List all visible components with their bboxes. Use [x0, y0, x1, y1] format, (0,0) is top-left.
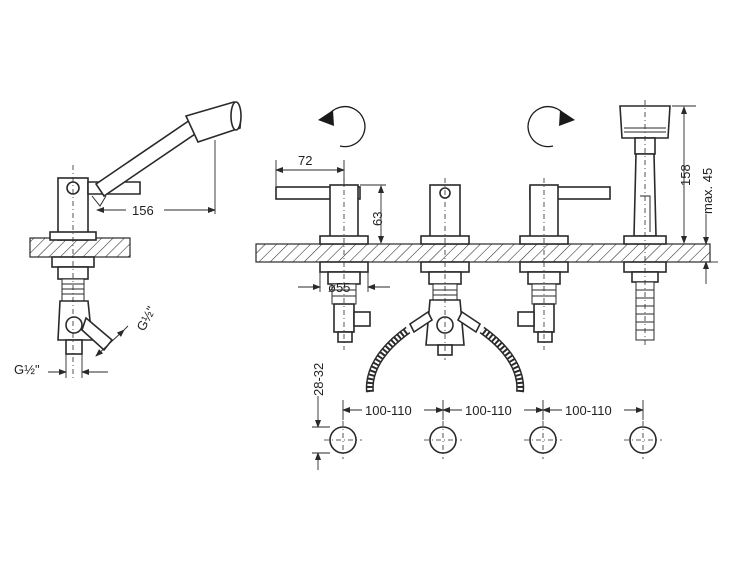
hole-1: [324, 421, 362, 459]
side-valve-port: [65, 316, 83, 334]
side-view: 156 G½" G½": [14, 101, 242, 380]
dim-counter-thickness: max. 45: [700, 168, 715, 214]
side-lever-detail: [91, 195, 107, 207]
hole-3: [524, 421, 562, 459]
front-view: 72 63 ø55 158 max. 45: [255, 100, 718, 393]
dim-shower-height: 158: [678, 164, 693, 186]
hole-2: [424, 421, 462, 459]
handshower-handle: [94, 118, 200, 198]
handshower-face: [230, 101, 242, 131]
dim-counter-top-range: 28-32: [311, 363, 326, 396]
rotation-clockwise-icon: [527, 106, 575, 148]
rotation-counterclockwise-icon: [318, 106, 366, 148]
center-spout: [365, 178, 525, 393]
dim-side-inlet-thread: G½": [133, 303, 158, 333]
dim-handshower-length: 156: [132, 203, 154, 218]
dim-lever-length: 72: [298, 153, 312, 168]
dim-hole-diameter: ø55: [328, 280, 350, 295]
left-valve: [275, 178, 371, 350]
countertop-left: [29, 237, 131, 258]
dim-spacing-1: 100-110: [365, 403, 412, 418]
handshower-holder: [619, 100, 671, 348]
dim-bottom-inlet-thread: G½": [14, 362, 40, 377]
hole-layout: 100-110 100-110 100-110 28-32: [311, 363, 662, 470]
countertop-right: [255, 243, 711, 263]
dim-spacing-3: 100-110: [565, 403, 612, 418]
side-bottom-inlet: [65, 339, 83, 355]
shower-hose: [635, 281, 655, 341]
dim-spacing-2: 100-110: [465, 403, 512, 418]
right-valve: [517, 178, 611, 350]
dim-spout-height: 63: [370, 212, 385, 226]
hole-4: [624, 421, 662, 459]
